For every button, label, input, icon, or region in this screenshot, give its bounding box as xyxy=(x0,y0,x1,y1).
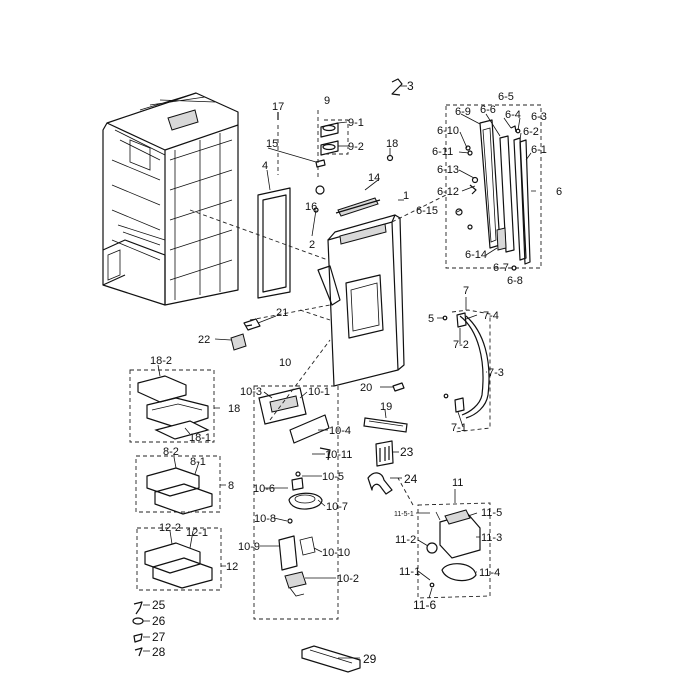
label-10-2: 10-2 xyxy=(337,573,359,585)
label-11-3: 11-3 xyxy=(481,532,502,544)
projection-lines xyxy=(189,110,447,506)
label-14: 14 xyxy=(368,172,380,184)
label-29: 29 xyxy=(363,652,377,666)
label-6-2: 6-2 xyxy=(523,126,539,138)
door-handle-assembly xyxy=(442,309,491,433)
label-10-10: 10-10 xyxy=(322,547,350,559)
part-22 xyxy=(230,333,247,351)
label-6-12: 6-12 xyxy=(437,186,459,198)
cover-19 xyxy=(363,417,408,433)
label-12-2: 12-2 xyxy=(159,522,181,534)
label-9: 9 xyxy=(324,95,330,107)
label-11: 11 xyxy=(452,477,463,489)
label-21: 21 xyxy=(276,307,288,319)
label-18: 18 xyxy=(386,138,398,150)
label-7: 7 xyxy=(463,285,469,297)
label-10-8: 10-8 xyxy=(254,513,276,525)
label-11-2: 11-2 xyxy=(395,534,416,546)
label-10-3: 10-3 xyxy=(240,386,262,398)
label-6: 6 xyxy=(556,186,562,198)
label-8: 8 xyxy=(228,480,234,492)
label-6-8: 6-8 xyxy=(507,275,523,287)
door-gasket xyxy=(257,187,291,299)
label-1: 1 xyxy=(403,190,409,202)
label-27: 27 xyxy=(152,630,166,644)
part-24 xyxy=(367,472,393,495)
bin-assembly-18 xyxy=(129,369,215,443)
label-16: 16 xyxy=(305,201,317,213)
label-20: 20 xyxy=(360,382,372,394)
label-8-2: 8-2 xyxy=(163,446,179,458)
label-6-15: 6-15 xyxy=(416,205,438,217)
part-21 xyxy=(243,318,261,331)
label-11-6: 11-6 xyxy=(413,598,436,612)
label-18-1: 18-1 xyxy=(189,432,211,444)
label-28: 28 xyxy=(152,645,166,659)
label-7-4: 7-4 xyxy=(483,310,499,322)
label-6-5: 6-5 xyxy=(498,91,514,103)
label-6-10: 6-10 xyxy=(437,125,459,137)
label-10-4: 10-4 xyxy=(329,425,351,437)
label-6-7: 6-7 xyxy=(493,262,509,274)
label-7-2: 7-2 xyxy=(453,339,469,351)
part-23 xyxy=(375,440,394,467)
bin-assembly-8 xyxy=(135,455,221,515)
label-15: 15 xyxy=(266,138,278,150)
label-10: 10 xyxy=(279,357,291,369)
bin-assembly-12 xyxy=(136,527,222,591)
label-10-5: 10-5 xyxy=(322,471,344,483)
part-29 xyxy=(301,645,361,673)
label-8-1: 8-1 xyxy=(190,456,206,468)
label-6-9: 6-9 xyxy=(455,106,471,118)
refrigerator-door xyxy=(317,214,405,387)
label-6-4: 6-4 xyxy=(505,109,521,121)
top-hinge-parts xyxy=(277,78,403,217)
label-6-11: 6-11 xyxy=(432,146,453,158)
label-12-1: 12-1 xyxy=(186,527,208,539)
label-6-14: 6-14 xyxy=(465,249,487,261)
label-19: 19 xyxy=(380,401,392,413)
label-12: 12 xyxy=(226,561,238,573)
label-6-6: 6-6 xyxy=(480,104,496,116)
label-10-6: 10-6 xyxy=(253,483,275,495)
label-9-2: 9-2 xyxy=(348,141,364,153)
label-5: 5 xyxy=(428,313,434,325)
label-25: 25 xyxy=(152,598,166,612)
screw-set xyxy=(132,601,144,657)
label-11-1: 11-1 xyxy=(399,566,420,578)
label-10-11: 10-11 xyxy=(325,449,352,461)
callout-labels: 3 17 9 9-1 9-2 18 15 4 14 1 16 2 6-5 6-9… xyxy=(150,79,562,666)
label-4: 4 xyxy=(262,160,268,172)
label-11-5: 11-5 xyxy=(481,507,502,519)
label-2: 2 xyxy=(309,239,315,251)
label-6-1: 6-1 xyxy=(531,144,547,156)
label-3: 3 xyxy=(407,79,414,93)
label-18-2: 18-2 xyxy=(150,355,172,367)
label-11-4: 11-4 xyxy=(479,567,500,579)
ice-maker-assembly xyxy=(417,502,491,599)
label-26: 26 xyxy=(152,614,166,628)
label-9-1: 9-1 xyxy=(348,117,364,129)
label-17: 17 xyxy=(272,101,284,113)
label-10-1: 10-1 xyxy=(308,386,330,398)
label-23: 23 xyxy=(400,445,414,459)
label-7-3: 7-3 xyxy=(488,367,504,379)
label-22: 22 xyxy=(198,334,210,346)
label-7-1: 7-1 xyxy=(451,422,467,434)
label-11-5-1: 11-5-1 xyxy=(394,511,414,518)
label-6-3: 6-3 xyxy=(531,111,547,123)
refrigerator-cabinet xyxy=(102,92,239,306)
label-6-13: 6-13 xyxy=(437,164,459,176)
part-20 xyxy=(392,382,405,392)
leader-lines xyxy=(143,85,536,659)
label-24: 24 xyxy=(404,472,418,486)
label-10-7: 10-7 xyxy=(326,501,348,513)
label-10-9: 10-9 xyxy=(238,541,260,553)
label-18-assembly: 18 xyxy=(228,403,240,415)
